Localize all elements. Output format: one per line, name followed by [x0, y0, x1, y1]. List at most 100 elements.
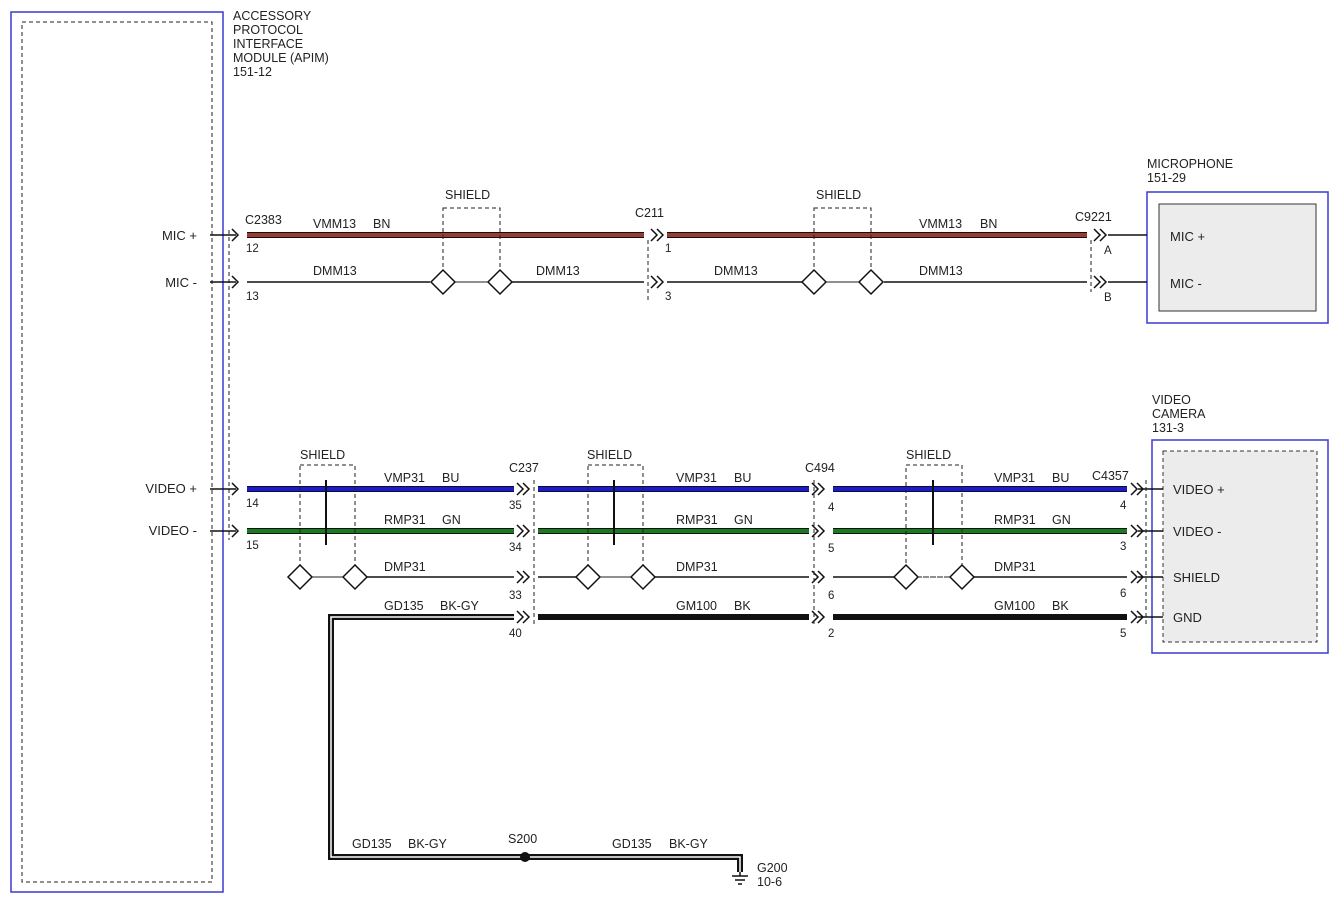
mic-shield-2-box: [813, 207, 872, 283]
c211-pin1-arrow: [650, 228, 665, 242]
wire-gm100-label-1: GM100: [676, 599, 717, 613]
wire-bk-label-2: BK: [1052, 599, 1069, 613]
video-shield-1-box: [299, 464, 356, 578]
wire-vmp31-label-1: VMP31: [384, 471, 425, 485]
wire-bkgy-label-2: BK-GY: [408, 837, 448, 851]
wire-gm100-label-2: GM100: [994, 599, 1035, 613]
wire-rmp31-label-1: RMP31: [384, 513, 426, 527]
wire-vmm13-label-2: VMM13: [919, 217, 962, 231]
c4357-pin5-arrow: [1130, 610, 1145, 624]
apim-pin-video-minus: VIDEO -: [149, 523, 197, 538]
wire-vmp31-label-2: VMP31: [676, 471, 717, 485]
microphone-title-line-2: 151-29: [1147, 171, 1186, 185]
c494-pin4-arrow: [811, 482, 826, 496]
c4357-label: C4357: [1092, 469, 1129, 483]
mic-shield-2-label: SHIELD: [816, 188, 861, 202]
video-shield-2-drain-right: [629, 563, 657, 591]
c494-pin-2: 2: [828, 628, 834, 640]
c237-label: C237: [509, 461, 539, 475]
apim-title-line-3: INTERFACE: [233, 37, 303, 51]
video-shield-3-label: SHIELD: [906, 448, 951, 462]
c2383-pin14-arrow: [231, 482, 240, 496]
camera-title-line-3: 131-3: [1152, 421, 1184, 435]
c2383-pin15-arrow: [231, 524, 240, 538]
wire-rmp31-label-3: RMP31: [994, 513, 1036, 527]
c237-pin35-arrow: [516, 482, 531, 496]
video-shield-2-drain-left: [574, 563, 602, 591]
wire-bkgy-label-1: BK-GY: [440, 599, 480, 613]
wire-gd135-label-2: GD135: [352, 837, 392, 851]
wire-bu-label-1: BU: [442, 471, 459, 485]
video-shield-1-drain-left: [286, 563, 314, 591]
camera-module-inner: [1162, 450, 1318, 643]
c9221-pin-b: B: [1104, 292, 1112, 304]
wire-dmp31-label-1: DMP31: [384, 560, 426, 574]
c2383-pin-15: 15: [246, 540, 259, 552]
c211-pin-1: 1: [665, 243, 671, 255]
c2383-pin-12: 12: [246, 243, 259, 255]
wire-dmm13-label-3: DMM13: [714, 264, 758, 278]
c4357-pin-3: 3: [1120, 541, 1126, 553]
mic-shield-1-label: SHIELD: [445, 188, 490, 202]
apim-pin-mic-minus: MIC -: [165, 275, 197, 290]
c211-pin3-arrow: [650, 275, 665, 289]
c494-pin-4: 4: [828, 502, 835, 514]
wire-gn-label-3: GN: [1052, 513, 1071, 527]
apim-pin-mic-plus: MIC +: [162, 228, 197, 243]
wire-gn-label-2: GN: [734, 513, 753, 527]
c237-pin-35: 35: [509, 500, 522, 512]
mic-shield-1-drain-right: [486, 268, 514, 296]
c4357-pin-4: 4: [1120, 500, 1127, 512]
microphone-pin-mic-minus: MIC -: [1170, 276, 1202, 291]
c237-pin-34: 34: [509, 542, 522, 554]
gd135-wire-stripe: [330, 616, 741, 872]
splice-s200-dot[interactable]: [520, 852, 530, 862]
wire-vmp31-label-3: VMP31: [994, 471, 1035, 485]
ground-page-label: 10-6: [757, 875, 782, 889]
wire-rmp31-label-2: RMP31: [676, 513, 718, 527]
c237-pin-33: 33: [509, 590, 522, 602]
c9221-pinB-arrow: [1093, 275, 1108, 289]
c237-pin40-arrow: [516, 610, 531, 624]
c2383-pin-13: 13: [246, 291, 259, 303]
c2383-pin13-arrow: [231, 275, 240, 289]
wire-bk-label-1: BK: [734, 599, 751, 613]
mic-shield-2-drain-right: [857, 268, 885, 296]
c9221-label: C9221: [1075, 210, 1112, 224]
c4357-pin3-arrow: [1130, 524, 1145, 538]
video-shield-1-label: SHIELD: [300, 448, 345, 462]
c4357-pin4-arrow: [1130, 482, 1145, 496]
video-shield-3-drain-right: [948, 563, 976, 591]
c2383-pin-14: 14: [246, 498, 259, 510]
apim-module-box[interactable]: [10, 11, 224, 893]
c9221-pinA-arrow: [1093, 228, 1108, 242]
video-shield-2-label: SHIELD: [587, 448, 632, 462]
c494-label: C494: [805, 461, 835, 475]
c494-pin5-arrow: [811, 524, 826, 538]
camera-pin-video-minus: VIDEO -: [1173, 524, 1221, 539]
apim-title-line-2: PROTOCOL: [233, 23, 303, 37]
wire-dmp31-label-3: DMP31: [994, 560, 1036, 574]
video-shield-2-box: [587, 464, 644, 578]
apim-module-inner: [21, 21, 213, 883]
mic-shield-1-box: [442, 207, 501, 283]
c211-pin-3: 3: [665, 291, 671, 303]
camera-title-line-2: CAMERA: [1152, 407, 1206, 421]
c9221-pin-a: A: [1104, 245, 1112, 257]
wire-gn-label-1: GN: [442, 513, 461, 527]
wire-gd135-label-3: GD135: [612, 837, 652, 851]
camera-pin-gnd: GND: [1173, 610, 1202, 625]
camera-pin-shield: SHIELD: [1173, 570, 1220, 585]
wire-bu-label-3: BU: [1052, 471, 1069, 485]
ground-g200-label: G200: [757, 861, 788, 875]
mic-shield-1-drain-left: [429, 268, 457, 296]
wire-vmm13-label-1: VMM13: [313, 217, 356, 231]
c237-pin33-arrow: [516, 570, 531, 584]
camera-title-line-1: VIDEO: [1152, 393, 1191, 407]
microphone-pin-mic-plus: MIC +: [1170, 229, 1205, 244]
c2383-label: C2383: [245, 213, 282, 227]
wire-bkgy-label-3: BK-GY: [669, 837, 709, 851]
c237-pin-40: 40: [509, 628, 522, 640]
c211-label: C211: [635, 206, 664, 220]
